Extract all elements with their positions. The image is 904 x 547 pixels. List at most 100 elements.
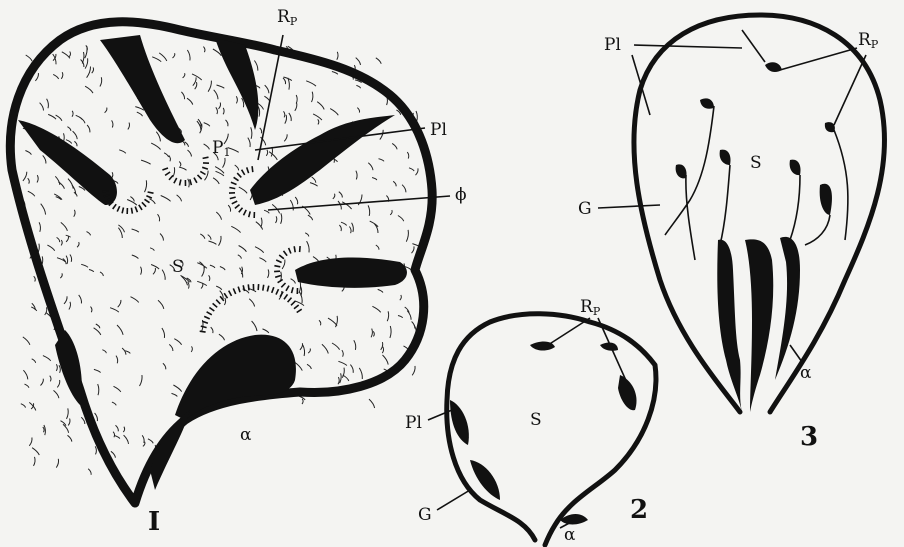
figure-3-ovule-1 — [765, 62, 782, 72]
figure-1-label-s: S — [172, 257, 184, 277]
tissue-stroke — [177, 195, 182, 201]
tissue-stroke — [349, 227, 351, 234]
figure-1-label-rp: RP — [277, 7, 298, 28]
tissue-stroke — [163, 363, 166, 369]
tissue-stroke — [263, 329, 269, 333]
tissue-stroke — [219, 103, 221, 109]
tissue-stroke — [161, 196, 171, 202]
hatch-tick — [203, 157, 209, 158]
hatch-tick — [102, 191, 108, 192]
tissue-stroke — [55, 176, 60, 185]
tissue-stroke — [137, 112, 143, 116]
tissue-stroke — [373, 331, 374, 336]
tissue-stroke — [312, 177, 316, 183]
tissue-stroke — [209, 275, 210, 281]
tissue-stroke — [328, 318, 337, 326]
tissue-stroke — [89, 270, 94, 272]
tissue-stroke — [223, 108, 224, 114]
tissue-stroke — [85, 58, 88, 68]
tissue-stroke — [132, 255, 139, 259]
tissue-stroke — [34, 276, 36, 281]
tissue-stroke — [381, 342, 383, 350]
tissue-stroke — [204, 144, 210, 150]
tissue-stroke — [291, 279, 296, 284]
hatch-tick — [194, 178, 197, 183]
tissue-stroke — [235, 165, 239, 170]
tissue-stroke — [387, 311, 388, 321]
tissue-stroke — [69, 302, 71, 310]
tissue-stroke — [412, 322, 415, 329]
figure-3-strand-1 — [686, 175, 695, 260]
tissue-stroke — [252, 321, 257, 331]
tissue-stroke — [368, 163, 373, 170]
tissue-stroke — [228, 205, 230, 212]
tissue-stroke — [390, 326, 391, 338]
hatch-tick — [294, 246, 295, 252]
tissue-stroke — [259, 258, 266, 262]
tissue-stroke — [352, 223, 354, 232]
tissue-stroke — [376, 245, 379, 250]
tissue-stroke — [211, 327, 213, 333]
tissue-stroke — [412, 366, 415, 375]
hatch-tick — [284, 251, 288, 256]
tissue-stroke — [68, 435, 72, 441]
hatch-tick — [200, 331, 206, 332]
tissue-stroke — [28, 191, 35, 196]
tissue-stroke — [216, 107, 218, 114]
tissue-stroke — [295, 197, 297, 204]
tissue-stroke — [308, 215, 313, 220]
hatch-tick — [146, 196, 152, 198]
tissue-stroke — [105, 108, 107, 113]
tissue-stroke — [68, 419, 70, 426]
tissue-stroke — [41, 204, 46, 215]
tissue-stroke — [158, 214, 160, 221]
tissue-stroke — [151, 143, 160, 149]
figure-3-ovule-3 — [825, 122, 835, 132]
tissue-stroke — [112, 402, 116, 405]
hatch-tick — [202, 167, 208, 169]
tissue-stroke — [127, 200, 137, 206]
hatch-tick — [142, 202, 146, 206]
figure-3-strand-3 — [790, 175, 800, 240]
hatch-tick — [276, 260, 281, 263]
hatch-tick — [216, 300, 220, 304]
tissue-stroke — [35, 73, 38, 81]
tissue-stroke — [208, 235, 211, 240]
tissue-stroke — [214, 90, 218, 100]
figure-3-ovule-7 — [820, 184, 832, 215]
tissue-stroke — [67, 127, 70, 131]
tissue-stroke — [372, 306, 380, 312]
hatch-tick — [267, 286, 269, 292]
tissue-stroke — [187, 98, 193, 104]
hatch-tick — [275, 276, 281, 278]
figure-2-inner-spot-right — [618, 375, 637, 410]
hatch-tick — [288, 298, 292, 303]
hatch-tick — [139, 205, 142, 210]
figure-3-strand-4 — [805, 215, 830, 245]
tissue-stroke — [67, 408, 69, 419]
tissue-stroke — [220, 267, 225, 271]
tissue-stroke — [141, 267, 142, 275]
tissue-stroke — [317, 102, 324, 110]
tissue-stroke — [187, 50, 190, 60]
tissue-stroke — [179, 167, 187, 170]
hatch-tick — [242, 170, 245, 175]
figure-3-ovule-2 — [700, 98, 714, 108]
tissue-stroke — [100, 77, 102, 86]
tissue-stroke — [111, 451, 116, 457]
figure-1-label-alpha: α — [240, 425, 252, 445]
tissue-stroke — [56, 364, 57, 371]
tissue-stroke — [236, 96, 237, 103]
tissue-stroke — [58, 182, 64, 189]
tissue-stroke — [116, 356, 118, 364]
hatch-tick — [238, 287, 240, 293]
hatch-tick — [279, 255, 284, 259]
figure-3-ovule-4 — [720, 150, 731, 165]
hatch-tick — [230, 197, 236, 199]
tissue-stroke — [94, 369, 101, 372]
tissue-stroke — [56, 115, 62, 121]
tissue-stroke — [23, 370, 27, 379]
tissue-stroke — [409, 168, 414, 171]
hatch-tick — [117, 206, 120, 211]
tissue-stroke — [390, 210, 392, 215]
